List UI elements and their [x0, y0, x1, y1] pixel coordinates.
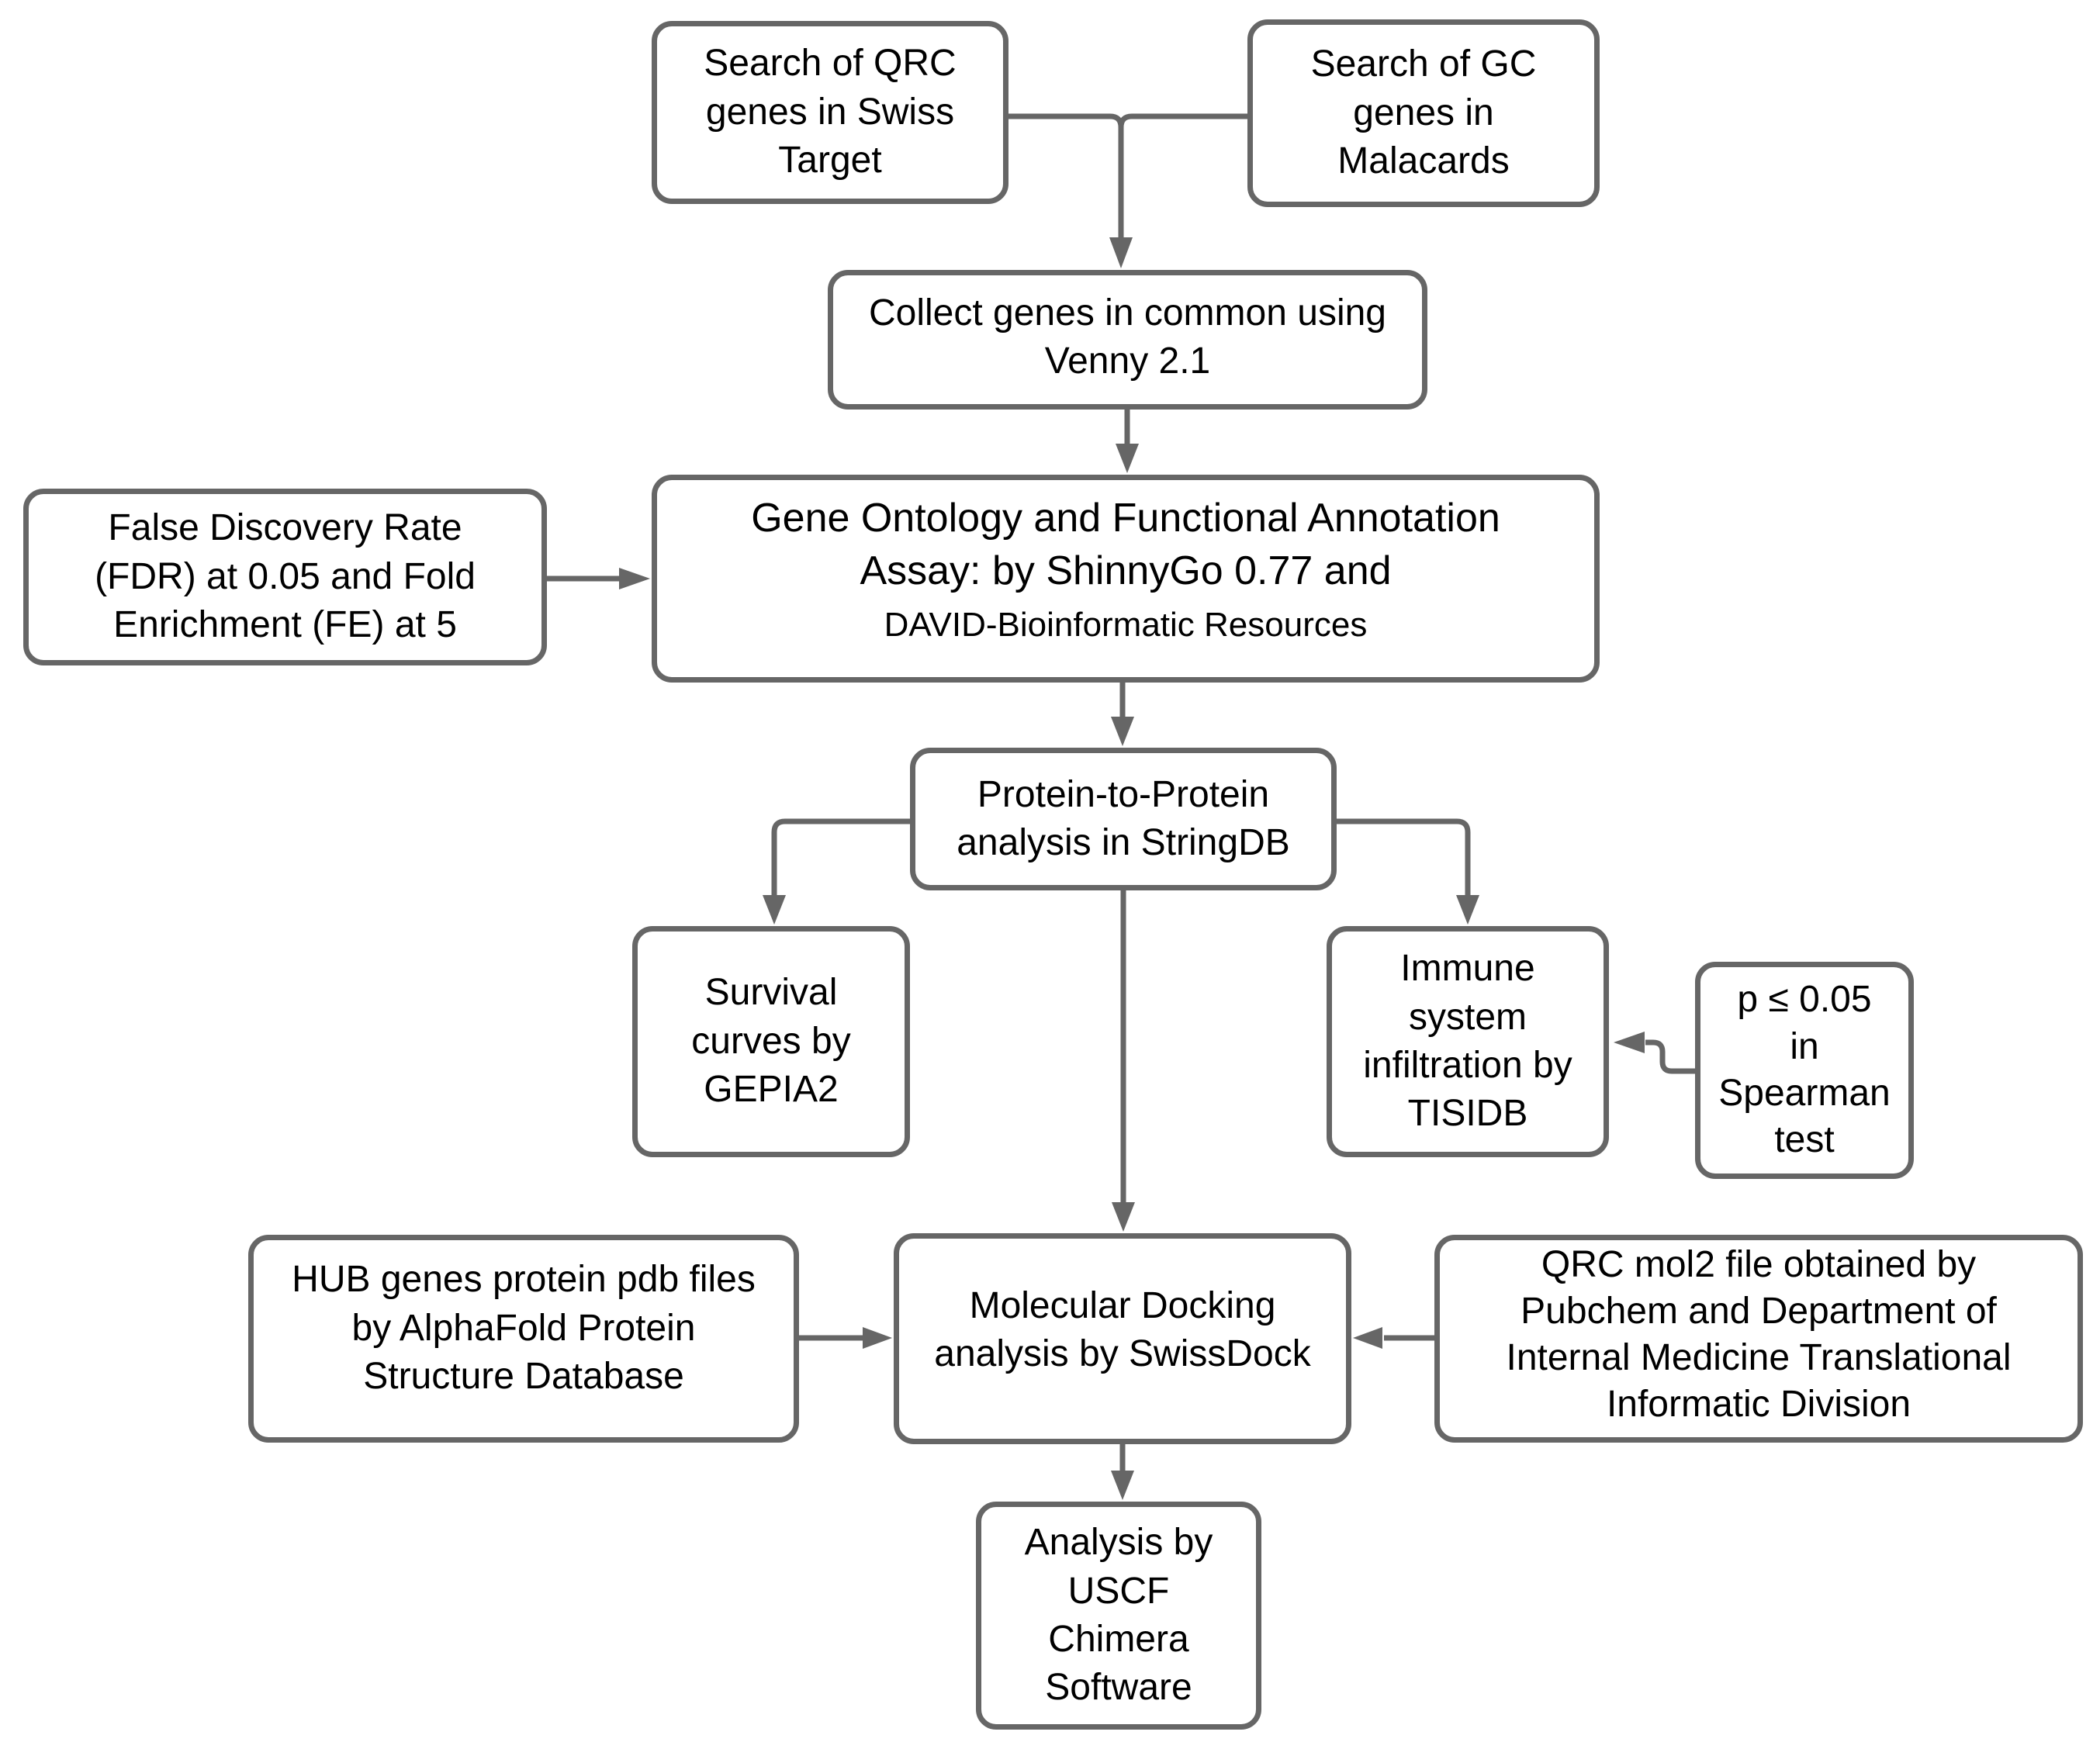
- arrowhead-survival-top: [763, 895, 786, 925]
- node-gene-ontology-annotation: Gene Ontology and Functional Annotation …: [652, 475, 1600, 683]
- node-ppi-stringdb-label: Protein-to-Protein analysis in StringDB: [957, 773, 1290, 863]
- node-collect-venny: Collect genes in common using Venny 2.1: [828, 270, 1427, 410]
- node-fdr-fe-label: False Discovery Rate (FDR) at 0.05 and F…: [95, 507, 476, 646]
- arrowhead-immune-top: [1456, 895, 1479, 925]
- node-qrc-mol2-label: QRC mol2 file obtained by Pubchem and De…: [1506, 1244, 2012, 1425]
- node-gene-ontology-main-label: Gene Ontology and Functional Annotation …: [751, 495, 1500, 594]
- node-search-gc-label: Search of GC genes in Malacards: [1310, 43, 1537, 182]
- arrowhead-immune-right: [1614, 1032, 1645, 1053]
- node-chimera-label: Analysis by USCF Chimera Software: [1024, 1522, 1213, 1709]
- arrowhead-docking-left: [863, 1327, 892, 1349]
- node-qrc-mol2-source: QRC mol2 file obtained by Pubchem and De…: [1434, 1235, 2083, 1443]
- node-gene-ontology-sub-label: DAVID-Bioinformatic Resources: [884, 606, 1368, 645]
- node-survival-gepia2-label: Survival curves by GEPIA2: [691, 972, 851, 1111]
- connector-spearman-to-immune: [1645, 1039, 1695, 1074]
- node-survival-gepia2: Survival curves by GEPIA2: [632, 926, 910, 1157]
- arrowhead-docking-top: [1112, 1202, 1135, 1232]
- node-chimera-analysis: Analysis by USCF Chimera Software: [976, 1502, 1261, 1730]
- node-collect-venny-label: Collect genes in common using Venny 2.1: [868, 292, 1386, 382]
- arrowhead-collect: [1109, 237, 1133, 268]
- arrowhead-go-left: [619, 568, 650, 589]
- connector-ppi-to-immune: [1337, 818, 1471, 895]
- node-hub-alphafold-label: HUB genes protein pdb files by AlphaFold…: [292, 1259, 756, 1398]
- node-hub-alphafold: HUB genes protein pdb files by AlphaFold…: [248, 1235, 799, 1443]
- connector-ppi-to-survival: [771, 818, 910, 895]
- connector-qrc-to-merge: [1008, 113, 1124, 128]
- node-search-gc-malacards: Search of GC genes in Malacards: [1247, 19, 1600, 207]
- node-spearman-threshold: p ≤ 0.05 in Spearman test: [1695, 962, 1914, 1179]
- node-immune-tisidb: Immune system infiltration by TISIDB: [1327, 926, 1609, 1157]
- node-search-qrc-label: Search of QRC genes in Swiss Target: [704, 43, 957, 181]
- node-search-qrc-swisstarget: Search of QRC genes in Swiss Target: [652, 21, 1008, 204]
- arrowhead-go-top: [1116, 444, 1139, 473]
- node-ppi-stringdb: Protein-to-Protein analysis in StringDB: [910, 748, 1337, 890]
- arrowhead-chimera-top: [1111, 1471, 1134, 1500]
- arrowhead-docking-right: [1353, 1327, 1382, 1349]
- node-immune-tisidb-label: Immune system infiltration by TISIDB: [1363, 948, 1572, 1135]
- arrowhead-ppi-top: [1111, 717, 1134, 746]
- node-docking-swissdock-label: Molecular Docking analysis by SwissDock: [934, 1284, 1311, 1374]
- node-docking-swissdock: Molecular Docking analysis by SwissDock: [894, 1233, 1351, 1444]
- connector-gc-to-merge: [1118, 113, 1247, 128]
- node-fdr-fe-thresholds: False Discovery Rate (FDR) at 0.05 and F…: [23, 489, 547, 665]
- node-spearman-label: p ≤ 0.05 in Spearman test: [1718, 979, 1891, 1161]
